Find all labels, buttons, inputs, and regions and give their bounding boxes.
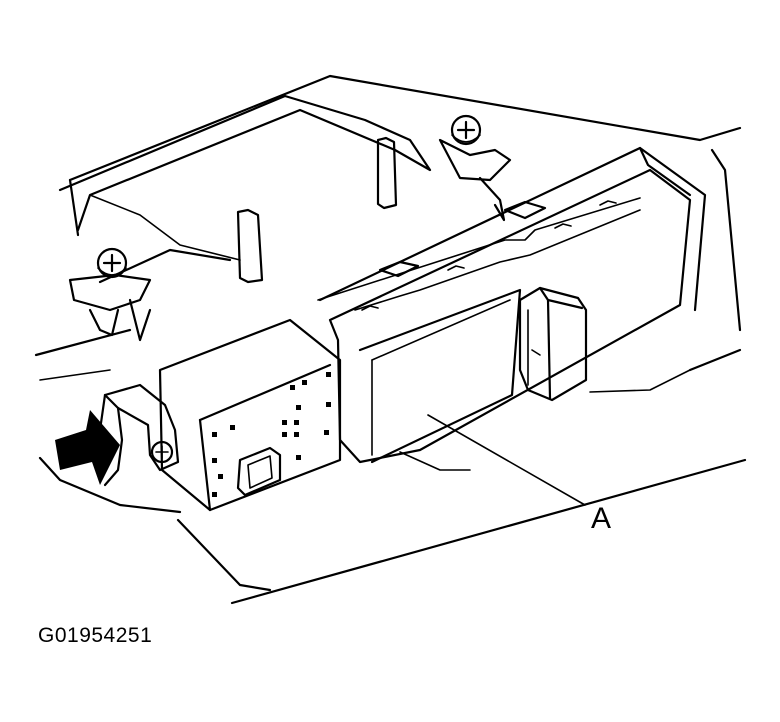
console-recess (58, 94, 432, 284)
left-screw-icon (96, 247, 128, 279)
right-bracket (438, 138, 512, 222)
wiring-connector (518, 286, 588, 402)
strap-screw-icon (150, 440, 174, 464)
center-posts (236, 136, 398, 284)
left-bracket (68, 273, 152, 342)
floor-panel (34, 74, 747, 605)
pointer-arrow-icon (55, 410, 120, 485)
right-screw-icon (450, 114, 482, 146)
figure-id: G01954251 (38, 624, 153, 647)
module-housing (317, 146, 707, 464)
end-module (158, 318, 342, 512)
retaining-strap (98, 383, 180, 487)
callout-a: A (427, 414, 611, 535)
module-tabs (361, 200, 617, 311)
connector-pins (212, 372, 331, 497)
callout-a-label: A (591, 502, 611, 535)
